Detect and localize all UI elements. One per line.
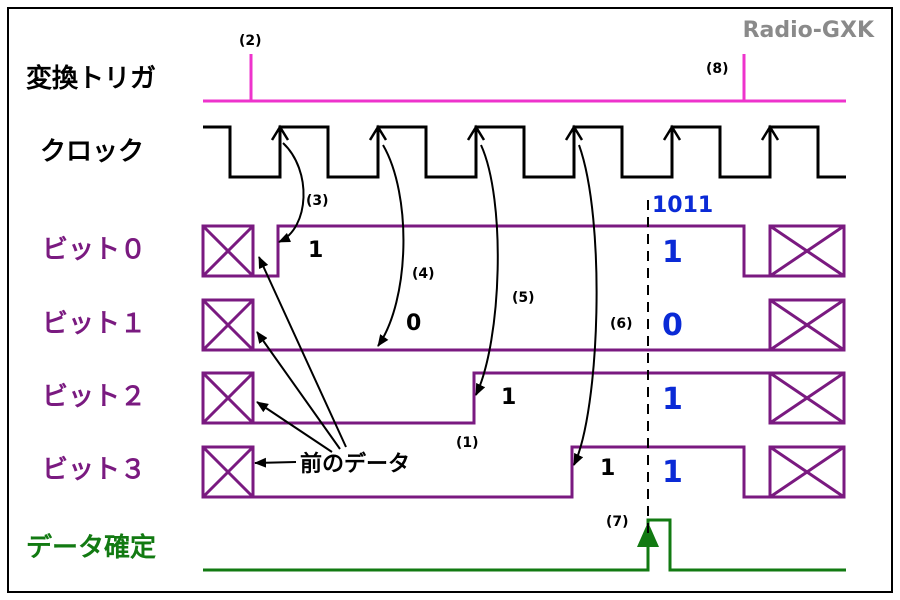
bit2-final-value: 1 <box>662 382 683 417</box>
bit3-set-value: 1 <box>600 456 615 481</box>
trigger-waveform <box>203 54 846 103</box>
bit3-waveform <box>201 445 846 499</box>
bit-waveforms <box>201 224 846 499</box>
bit0-waveform <box>201 224 846 278</box>
annotation-1: (1) <box>456 435 479 451</box>
annotation-4: (4) <box>412 266 435 282</box>
label-trigger: 変換トリガ <box>26 63 156 94</box>
frame-border <box>7 7 893 593</box>
bit2-set-value: 1 <box>501 385 516 410</box>
annotation-2: (2) <box>239 33 262 49</box>
label-bit1: ビット１ <box>42 309 146 339</box>
arrow-clock-to-bit0 <box>278 142 305 243</box>
bit3-final-value: 1 <box>662 455 683 490</box>
clock-to-bit-arrows <box>278 142 598 466</box>
label-bit0: ビット０ <box>42 235 146 265</box>
bit1-set-value: 0 <box>406 311 421 336</box>
data-ready-arrow-icon <box>637 522 659 547</box>
bit2-waveform <box>201 371 846 425</box>
bit0-set-value: 1 <box>308 238 323 263</box>
bit1-final-value: 0 <box>662 308 683 343</box>
annotation-5: (5) <box>512 290 535 306</box>
watermark: Radio-GXK <box>743 18 875 43</box>
label-bit3: ビット３ <box>42 455 146 485</box>
bit1-waveform <box>201 298 846 352</box>
arrow-clock-to-bit2 <box>475 144 499 396</box>
label-bit2: ビット２ <box>42 382 146 412</box>
bit0-final-value: 1 <box>662 235 683 270</box>
annotation-3: (3) <box>306 193 329 209</box>
result-value: 1011 <box>652 193 713 218</box>
annotation-8: (8) <box>706 61 729 77</box>
prev-data-label: 前のデータ <box>300 451 410 477</box>
label-clock: クロック <box>40 137 144 167</box>
clock-rising-edge-arrows <box>270 124 780 141</box>
arrow-clock-to-bit1 <box>377 144 405 347</box>
annotation-7: (7) <box>606 514 629 530</box>
annotation-6: (6) <box>610 316 633 332</box>
label-data-ready: データ確定 <box>26 532 156 563</box>
data-ready-waveform <box>203 518 846 572</box>
arrow-clock-to-bit3 <box>573 144 598 466</box>
prev-data-arrows <box>254 256 347 468</box>
clock-waveform <box>203 125 846 179</box>
